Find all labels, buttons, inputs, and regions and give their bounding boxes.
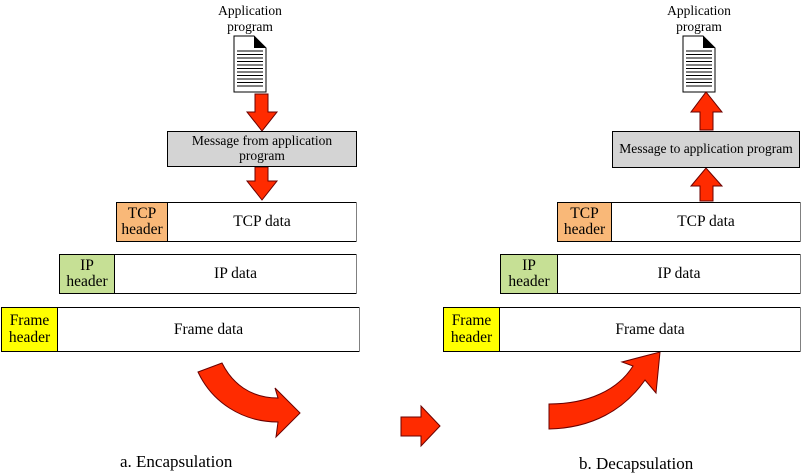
dec-frame-header: Frame header [443, 307, 500, 352]
dec-curved-arrow-icon [548, 351, 661, 430]
dec-arrow-up-icon [689, 167, 724, 202]
dec-ip-data: IP data [557, 254, 800, 294]
enc-curved-arrow-icon [197, 362, 301, 439]
enc-frame-data: Frame data [57, 307, 359, 352]
enc-arrow-down-icon [245, 166, 279, 201]
enc-ip-data: IP data [114, 254, 356, 294]
enc-tcp-header: TCP header [116, 202, 168, 242]
enc-ip-header: IP header [59, 254, 115, 294]
enc-tcp-data: TCP data [167, 202, 356, 242]
dec-frame-data: Frame data [499, 307, 800, 352]
enc-caption: a. Encapsulation [120, 452, 233, 471]
dec-caption: b. Decapsulation [579, 454, 694, 473]
dec-ip-header: IP header [500, 254, 558, 294]
enc-frame-header: Frame header [1, 307, 58, 352]
enc-layer-edges [355, 202, 360, 352]
enc-arrow-down-icon [245, 93, 279, 132]
enc-document-icon [233, 35, 267, 93]
dec-app-program-label: Application program [667, 3, 731, 34]
dec-tcp-header: TCP header [557, 202, 612, 242]
dec-tcp-data: TCP data [611, 202, 800, 242]
enc-app-program-label: Application program [218, 3, 282, 34]
dec-message-box: Message to application program [612, 131, 800, 168]
dec-arrow-up-icon [690, 91, 724, 131]
enc-message-box: Message from application program [167, 131, 357, 167]
transmit-arrow-icon [400, 404, 441, 448]
dec-document-icon [682, 35, 716, 93]
